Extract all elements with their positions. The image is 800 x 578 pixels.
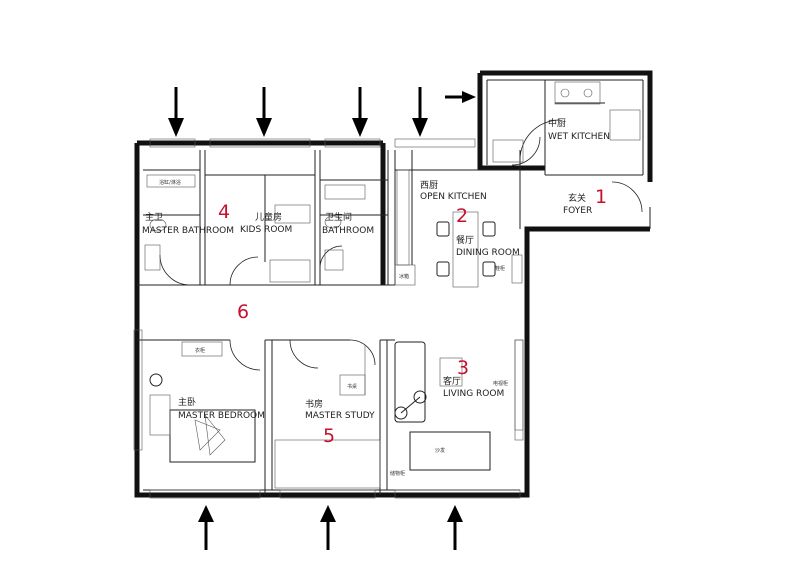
storage-label: 储物柜 xyxy=(390,470,405,477)
exterior-walls xyxy=(134,70,653,498)
kids-room-en: KIDS ROOM xyxy=(240,225,292,235)
top-arrows xyxy=(168,87,476,137)
dining-chairs xyxy=(436,221,496,277)
svg-text:浴缸/淋浴: 浴缸/淋浴 xyxy=(159,179,181,186)
marker-living: 3 xyxy=(457,357,469,379)
arrow-down-icon xyxy=(352,87,368,137)
foyer-cn: 玄关 xyxy=(568,192,586,204)
bottom-arrows xyxy=(198,505,463,550)
furniture: 浴缸/淋浴 冰箱 沙发 电视柜 xyxy=(144,81,641,489)
area-markers: 1 2 3 4 5 6 xyxy=(218,186,607,447)
marker-study: 5 xyxy=(323,425,335,447)
wet-kitchen-en: WET KITCHEN xyxy=(548,132,610,142)
marker-dining: 2 xyxy=(456,205,468,227)
living-room-cn: 客厅 xyxy=(443,375,461,387)
wardrobe-label: 衣柜 xyxy=(195,347,205,354)
room-labels: 中厨 WET KITCHEN 西厨 OPEN KITCHEN 玄关 FOYER … xyxy=(142,117,610,421)
marker-corridor: 6 xyxy=(237,301,249,323)
shoe-cabinet-label: 鞋柜 xyxy=(495,265,505,272)
doors xyxy=(159,119,643,371)
bathroom-cn: 卫生间 xyxy=(325,211,352,223)
arrow-up-icon xyxy=(447,505,463,550)
open-kitchen-en: OPEN KITCHEN xyxy=(420,192,487,202)
master-bathroom-cn: 主卫 xyxy=(145,211,163,223)
kids-room-cn: 儿童房 xyxy=(255,211,282,223)
fridge-label: 冰箱 xyxy=(399,273,409,280)
arrow-down-icon xyxy=(168,87,184,137)
dining-room-cn: 餐厅 xyxy=(456,234,474,246)
desk-label: 书桌 xyxy=(347,383,357,390)
bathroom-en: BATHROOM xyxy=(322,226,374,236)
living-room-en: LIVING ROOM xyxy=(443,389,504,399)
master-study-cn: 书房 xyxy=(305,398,323,410)
marker-foyer: 1 xyxy=(595,186,607,208)
master-bedroom-cn: 主卧 xyxy=(178,396,196,408)
master-study-en: MASTER STUDY xyxy=(305,411,375,421)
arrow-up-icon xyxy=(198,505,214,550)
foyer-en: FOYER xyxy=(563,206,592,216)
tv-cabinet-label: 电视柜 xyxy=(493,380,508,387)
marker-kids: 4 xyxy=(218,201,230,223)
arrow-down-icon xyxy=(256,87,272,137)
master-bathroom-en: MASTER BATHROOM xyxy=(142,226,234,236)
dining-room-en: DINING ROOM xyxy=(456,248,520,258)
wet-kitchen-cn: 中厨 xyxy=(548,117,566,129)
sofa-label: 沙发 xyxy=(435,447,445,454)
open-kitchen-cn: 西厨 xyxy=(420,180,438,191)
arrow-up-icon xyxy=(320,505,336,550)
master-bedroom-en: MASTER BEDROOM xyxy=(178,411,265,421)
arrow-down-icon xyxy=(412,87,428,137)
arrow-right-icon xyxy=(445,91,476,103)
